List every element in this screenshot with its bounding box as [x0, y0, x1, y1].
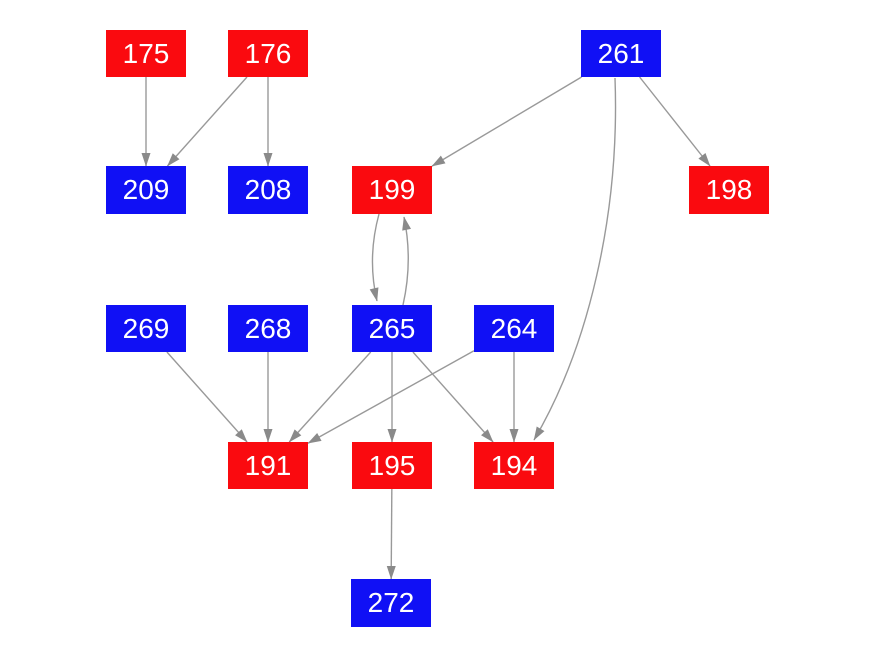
- edge-176-209: [166, 76, 248, 167]
- node-209: 209: [106, 166, 186, 214]
- node-label: 269: [122, 312, 170, 344]
- node-label: 194: [490, 449, 538, 481]
- edges-group: [141, 76, 711, 580]
- edge-264-191: [307, 350, 475, 444]
- edge-195-272: [386, 488, 396, 580]
- node-label: 272: [367, 587, 415, 618]
- node-label: 264: [490, 312, 538, 344]
- node-194: 194: [474, 442, 554, 489]
- node-label: 198: [705, 174, 753, 205]
- node-label: 175: [122, 37, 170, 69]
- node-261: 261: [581, 30, 661, 77]
- edge-261-194: [533, 77, 617, 441]
- node-label: 199: [368, 174, 416, 205]
- edge-265-194: [412, 351, 494, 443]
- node-199: 199: [352, 166, 432, 214]
- edge-261-199: [431, 76, 582, 167]
- node-265: 265: [352, 305, 432, 352]
- node-label: 261: [597, 37, 645, 69]
- edge-265-199: [402, 216, 412, 306]
- node-label: 265: [368, 312, 416, 344]
- node-195: 195: [352, 442, 432, 489]
- edge-199-265: [369, 213, 380, 302]
- node-191: 191: [228, 442, 308, 489]
- node-264: 264: [474, 305, 554, 352]
- node-label: 208: [244, 174, 292, 205]
- node-175: 175: [106, 30, 186, 77]
- edge-269-191: [166, 351, 248, 443]
- node-label: 176: [244, 37, 292, 69]
- node-label: 209: [122, 174, 170, 205]
- node-label: 195: [368, 449, 416, 481]
- edge-261-198: [639, 76, 711, 167]
- node-268: 268: [228, 305, 308, 352]
- node-269: 269: [106, 305, 186, 352]
- node-176: 176: [228, 30, 308, 77]
- node-198: 198: [689, 166, 769, 214]
- node-208: 208: [228, 166, 308, 214]
- edge-265-191: [288, 351, 372, 443]
- node-272: 272: [351, 579, 431, 627]
- node-label: 191: [244, 449, 292, 481]
- node-label: 268: [244, 312, 292, 344]
